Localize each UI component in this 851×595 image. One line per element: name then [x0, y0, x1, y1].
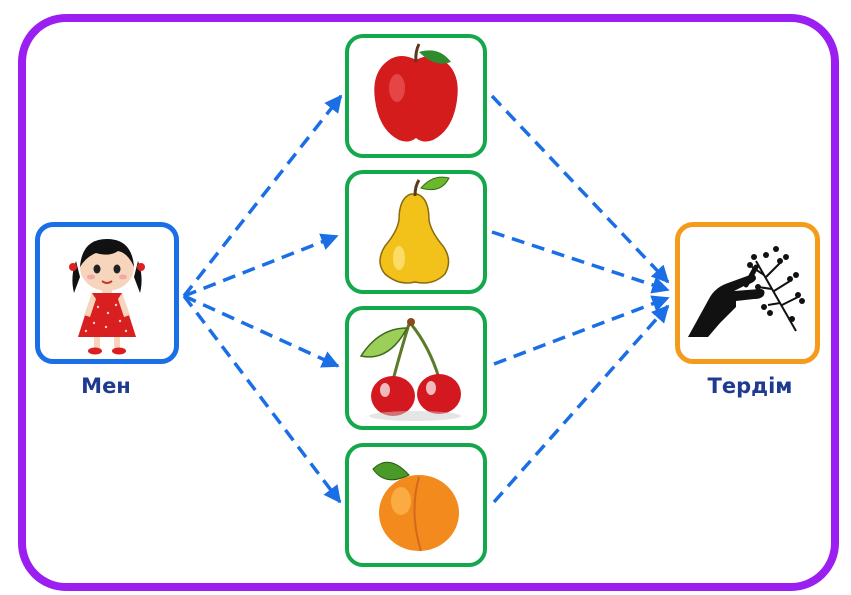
- outer-frame: [18, 14, 839, 591]
- arrow-cherry-to-picked: [493, 295, 670, 366]
- label-me: Мен: [81, 374, 131, 398]
- label-picked: Тердім: [707, 374, 793, 398]
- picking-node: [675, 222, 820, 364]
- pear-node: [345, 170, 487, 294]
- arrow-apricot-to-picked: [492, 304, 670, 504]
- cherry-node: [345, 306, 487, 430]
- cherry-icon: [359, 318, 461, 421]
- arrow-me-to-apple: [182, 94, 343, 298]
- arrow-me-to-apricot: [182, 294, 342, 504]
- arrow-apple-to-picked: [490, 94, 670, 284]
- girl-node: [35, 222, 179, 364]
- hand-picking-icon: [688, 246, 805, 337]
- apple-icon: [374, 43, 458, 142]
- arrow-me-to-cherry: [183, 294, 340, 368]
- apple-node: [345, 34, 487, 158]
- apricot-node: [345, 443, 487, 567]
- arrow-pear-to-picked: [491, 230, 670, 294]
- arrow-me-to-pear: [183, 233, 339, 298]
- apricot-icon: [372, 461, 459, 552]
- pear-icon: [379, 176, 450, 284]
- girl-icon: [69, 239, 145, 355]
